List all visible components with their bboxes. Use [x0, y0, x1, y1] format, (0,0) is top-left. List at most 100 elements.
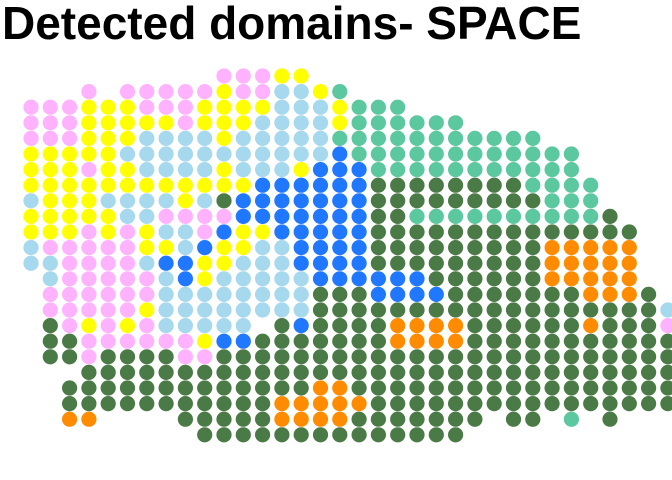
- spot-pink: [81, 224, 97, 240]
- spot-darkgreen: [641, 349, 657, 365]
- spot-yellow: [42, 224, 58, 240]
- spot-blue: [177, 255, 193, 271]
- spot-darkgreen: [177, 396, 193, 412]
- spot-lightblue: [139, 193, 155, 209]
- spot-darkgreen: [544, 364, 560, 380]
- spot-teal: [525, 130, 541, 146]
- spot-teal: [428, 146, 444, 162]
- spot-teal: [525, 208, 541, 224]
- spot-yellow: [235, 99, 251, 115]
- spot-pink: [158, 208, 174, 224]
- spot-lightblue: [139, 255, 155, 271]
- spot-darkgreen: [544, 302, 560, 318]
- spot-darkgreen: [505, 224, 522, 240]
- spot-lightblue: [158, 130, 174, 146]
- spot-lightblue: [177, 162, 193, 178]
- spot-orange: [274, 411, 290, 427]
- spot-orange: [312, 380, 329, 396]
- spot-lightblue: [216, 286, 232, 302]
- spot-lightblue: [235, 162, 251, 178]
- spot-darkgreen: [351, 427, 367, 443]
- spot-yellow: [139, 177, 155, 193]
- spot-darkgreen: [621, 349, 637, 365]
- spot-blue: [235, 193, 251, 209]
- spot-orange: [312, 411, 329, 427]
- spot-darkgreen: [583, 302, 599, 318]
- spot-pink: [197, 84, 213, 100]
- spot-yellow: [158, 177, 174, 193]
- spot-darkgreen: [139, 349, 155, 365]
- spot-yellow: [100, 224, 116, 240]
- spot-darkgreen: [370, 318, 386, 334]
- spot-teal: [409, 162, 425, 178]
- spot-yellow: [216, 177, 232, 193]
- spot-teal: [370, 162, 386, 178]
- spot-darkgreen: [467, 271, 483, 287]
- spot-lightblue: [312, 130, 329, 146]
- spot-teal: [505, 130, 522, 146]
- spot-teal: [409, 130, 425, 146]
- spot-yellow: [81, 99, 97, 115]
- spot-yellow: [197, 177, 213, 193]
- spot-yellow: [119, 99, 136, 115]
- spot-yellow: [216, 162, 232, 178]
- spot-yellow: [81, 130, 97, 146]
- spot-darkgreen: [390, 177, 406, 193]
- spot-darkgreen: [370, 240, 386, 256]
- spot-teal: [409, 146, 425, 162]
- spot-darkgreen: [583, 380, 599, 396]
- spot-pink: [42, 99, 58, 115]
- spot-darkgreen: [467, 396, 483, 412]
- spot-lightblue: [158, 318, 174, 334]
- spot-pink: [197, 224, 213, 240]
- spot-lightblue: [158, 162, 174, 178]
- spot-lightblue: [139, 162, 155, 178]
- spot-darkgreen: [602, 208, 618, 224]
- spot-darkgreen: [602, 349, 618, 365]
- spot-darkgreen: [351, 333, 367, 349]
- spot-orange: [544, 240, 560, 256]
- spot-pink: [139, 318, 155, 334]
- spot-darkgreen: [370, 380, 386, 396]
- spot-darkgreen: [467, 224, 483, 240]
- spot-pink: [177, 333, 193, 349]
- spot-teal: [448, 115, 464, 131]
- spot-pink: [81, 333, 97, 349]
- spot-darkgreen: [486, 364, 502, 380]
- spot-pink: [255, 68, 271, 84]
- spot-darkgreen: [197, 364, 213, 380]
- spot-darkgreen: [544, 380, 560, 396]
- spot-lightblue: [274, 130, 290, 146]
- spot-darkgreen: [563, 286, 580, 302]
- spot-darkgreen: [351, 364, 367, 380]
- spot-pink: [100, 271, 116, 287]
- spot-blue: [312, 177, 329, 193]
- spot-blue: [293, 224, 309, 240]
- spot-lightblue: [293, 302, 309, 318]
- spot-orange: [602, 271, 618, 287]
- spot-blue: [351, 240, 367, 256]
- spot-darkgreen: [177, 364, 193, 380]
- spot-lightblue: [177, 146, 193, 162]
- spot-blue: [351, 208, 367, 224]
- spot-darkgreen: [351, 318, 367, 334]
- spot-orange: [544, 271, 560, 287]
- spot-darkgreen: [216, 349, 232, 365]
- spot-lightblue: [197, 302, 213, 318]
- spot-pink: [197, 208, 213, 224]
- spot-darkgreen: [448, 427, 464, 443]
- spot-blue: [293, 318, 309, 334]
- spot-darkgreen: [255, 396, 271, 412]
- spot-lightblue: [274, 286, 290, 302]
- spot-teal: [370, 99, 386, 115]
- spot-pink: [62, 255, 78, 271]
- spot-yellow: [81, 208, 97, 224]
- spot-darkgreen: [42, 318, 58, 334]
- spot-yellow: [119, 177, 136, 193]
- spot-lightblue: [255, 255, 271, 271]
- spot-yellow: [216, 240, 232, 256]
- spot-darkgreen: [448, 193, 464, 209]
- spot-darkgreen: [216, 411, 232, 427]
- spot-pink: [42, 286, 58, 302]
- spot-orange: [583, 318, 599, 334]
